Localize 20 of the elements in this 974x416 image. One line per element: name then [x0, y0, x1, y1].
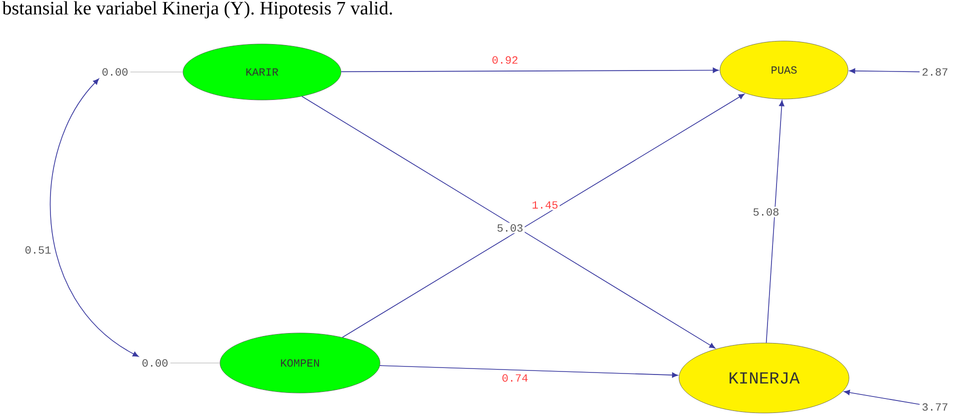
edge-label: 1.45 — [530, 200, 560, 210]
arrow — [849, 68, 920, 74]
arrow — [342, 94, 745, 338]
connector-line — [170, 362, 220, 364]
arrow — [766, 100, 784, 344]
edge-label: 0.74 — [500, 372, 530, 384]
arrow — [340, 68, 719, 73]
edge-label: 0.92 — [490, 54, 520, 66]
edge-label: 0.51 — [23, 244, 53, 256]
caption-text: bstansial ke variabel Kinerja (Y). Hipotesis 7 valid. — [2, 1, 392, 18]
value-text: 0.00 — [142, 359, 168, 367]
value-text: 0.00 — [102, 68, 128, 76]
arrow — [380, 365, 678, 378]
value-text: 2.87 — [922, 68, 948, 76]
curved-double-arrow — [50, 78, 139, 357]
arrow — [302, 96, 716, 348]
edge-label: 5.03 — [495, 222, 525, 234]
value-text: 3.77 — [922, 403, 948, 411]
edge-label: 5.08 — [751, 206, 781, 218]
arrow — [844, 390, 920, 405]
